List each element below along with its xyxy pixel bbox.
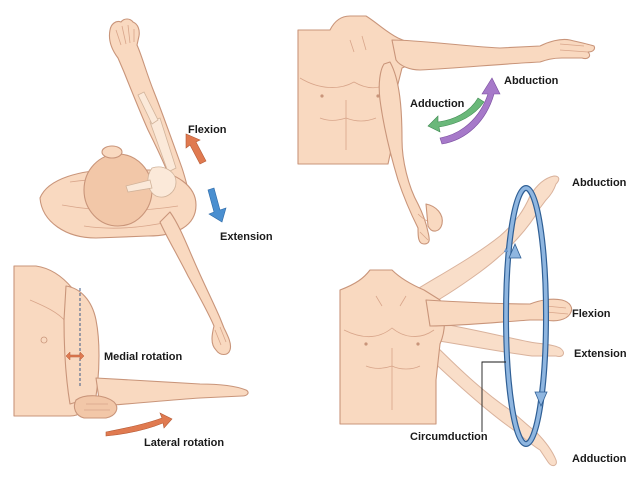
- ring-arrow-down-icon: [534, 391, 548, 408]
- nipple: [40, 336, 48, 344]
- fist: [73, 395, 118, 419]
- abduction-adduction-panel: Abduction Adduction: [297, 15, 596, 245]
- arm-abduction-position: [399, 175, 560, 311]
- lateral-rotation-arrow-icon: [105, 412, 173, 437]
- circumduction-ring-icon: [504, 186, 548, 446]
- flexion-right-label: Flexion: [572, 308, 611, 320]
- nipple-left: [320, 94, 324, 98]
- extension-right-label: Extension: [574, 348, 627, 360]
- forearm: [95, 377, 249, 407]
- circumduction-leader-line: [481, 361, 506, 432]
- flexion-label: Flexion: [188, 124, 227, 136]
- medial-rotation-arrow-icon: [65, 351, 85, 361]
- extension-arrow-icon: [207, 187, 227, 223]
- upper-arm: [63, 285, 100, 405]
- nipple-left-2: [364, 342, 368, 346]
- extended-arm: [159, 211, 232, 356]
- adduction-right-label: Adduction: [572, 453, 627, 465]
- abduction-right-label: Abduction: [572, 177, 627, 189]
- nipple-right-2: [416, 342, 420, 346]
- circumduction-panel: Abduction Flexion Extension Adduction Ci…: [339, 175, 627, 467]
- nose: [101, 145, 123, 159]
- ring-arrow-up-icon: [508, 242, 522, 259]
- nipple-right: [376, 94, 380, 98]
- abduction-label: Abduction: [504, 75, 559, 87]
- extension-label: Extension: [220, 231, 273, 243]
- arm-extension-position: [419, 319, 564, 357]
- adducted-arm: [378, 61, 430, 245]
- abducted-arm: [391, 38, 596, 71]
- radius-bone: [137, 91, 159, 125]
- abduction-arrow-icon: [439, 77, 501, 145]
- torso-front-bottom: [339, 269, 446, 425]
- arm-flexion-position: [425, 298, 573, 327]
- rotation-panel: Medial rotation Lateral rotation: [13, 265, 249, 449]
- adduction-label: Adduction: [410, 98, 465, 110]
- flexion-arrow-icon: [185, 133, 207, 165]
- circumduction-label: Circumduction: [410, 431, 488, 443]
- adduction-arrow-icon: [427, 97, 485, 133]
- lateral-rotation-label: Lateral rotation: [144, 437, 224, 449]
- medial-rotation-label: Medial rotation: [104, 351, 183, 363]
- flexion-extension-panel: Flexion Extension: [39, 18, 273, 356]
